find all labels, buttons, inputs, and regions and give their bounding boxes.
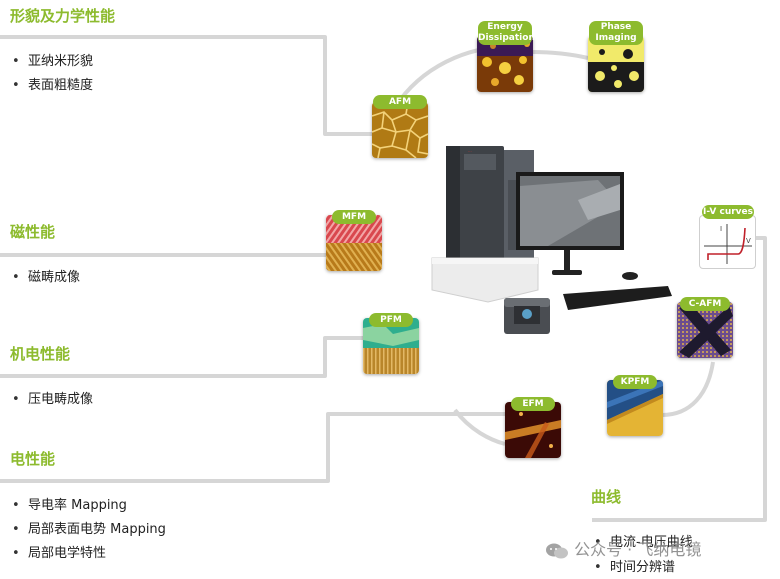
controller-box <box>504 298 550 334</box>
electrical-list: 导电率 Mapping 局部表面电势 Mapping 局部电学特性 <box>2 494 166 566</box>
iv-axis-i-label: I <box>720 225 722 233</box>
instrument-base <box>431 257 539 303</box>
mfm-label: MFM <box>332 210 376 224</box>
curves-list: 电流-电压曲线 时间分辨谱 <box>584 530 693 579</box>
morphology-title: 形貌及力学性能 <box>10 7 116 25</box>
iv-axis-v-label: V <box>746 237 751 245</box>
connector-curves <box>592 236 767 522</box>
pfm-label: PFM <box>369 313 413 327</box>
iv-curves-chart: I V <box>704 224 752 264</box>
list-item: 压电畴成像 <box>2 388 93 412</box>
electromech-list: 压电畴成像 <box>2 388 93 412</box>
keyboard <box>563 286 672 310</box>
curves-title: 曲线 <box>591 488 622 506</box>
c-afm-tile <box>677 302 733 358</box>
energy-dissipation-image <box>477 36 533 92</box>
list-item: 局部表面电势 Mapping <box>2 518 166 542</box>
kpfm-label: KPFM <box>613 375 657 389</box>
list-item: 亚纳米形貌 <box>2 50 93 74</box>
connector-electromech <box>0 336 363 378</box>
c-afm-image <box>677 302 733 358</box>
arc-efm <box>453 408 506 446</box>
watermark: 公众号 · 飞纳电镜 <box>545 536 701 561</box>
list-item: 磁畴成像 <box>2 266 80 290</box>
afm-tile <box>372 102 428 158</box>
iv-curves-tile: I V <box>699 215 756 269</box>
mouse <box>622 272 638 280</box>
phase-imaging-image <box>588 36 644 92</box>
efm-label: EFM <box>511 397 555 411</box>
arc-energy-phase <box>531 50 589 60</box>
list-item: 电流-电压曲线 <box>584 530 693 555</box>
list-item: 局部电学特性 <box>2 542 166 566</box>
electromech-title: 机电性能 <box>10 345 71 363</box>
watermark-text: 公众号 · 飞纳电镜 <box>574 540 702 559</box>
iv-curves-label: I-V curves <box>702 205 754 219</box>
energy-dissipation-tile <box>477 36 533 92</box>
connector-morphology <box>0 35 373 136</box>
list-item: 导电率 Mapping <box>2 494 166 518</box>
magnetic-list: 磁畴成像 <box>2 266 80 290</box>
morphology-list: 亚纳米形貌 表面粗糙度 <box>2 50 93 98</box>
connector-electrical <box>0 412 505 483</box>
efm-tile <box>505 402 561 458</box>
wechat-icon <box>546 543 568 558</box>
monitor <box>516 172 624 275</box>
phase-imaging-tile <box>588 36 644 92</box>
instrument-cabinet <box>446 146 504 264</box>
list-item: 表面粗糙度 <box>2 74 93 98</box>
instrument-logo: ... <box>468 148 472 153</box>
arc-cafm-kpfm <box>661 361 715 417</box>
efm-image <box>505 402 561 458</box>
iv-curve <box>707 227 746 260</box>
afm-image <box>372 102 428 158</box>
afm-label: AFM <box>373 95 427 109</box>
magnetic-title: 磁性能 <box>10 223 56 241</box>
electrical-title: 电性能 <box>10 450 56 468</box>
c-afm-label: C-AFM <box>680 297 730 311</box>
instrument-illustration: ... <box>431 146 672 334</box>
list-item: 时间分辨谱 <box>584 555 693 579</box>
